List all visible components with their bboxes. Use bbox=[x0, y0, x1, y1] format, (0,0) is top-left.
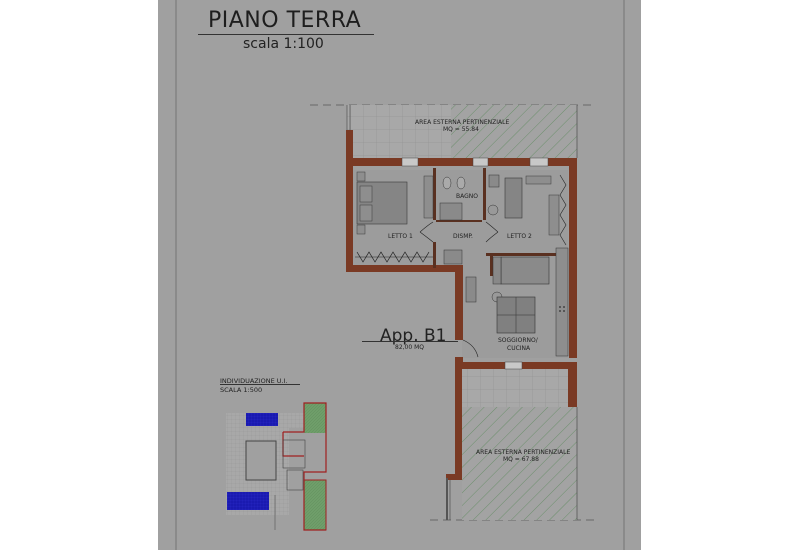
location-plan-underline bbox=[220, 384, 300, 385]
room-bagno: BAGNO bbox=[456, 193, 478, 200]
north-area-size: MQ = 55.84 bbox=[443, 126, 479, 133]
room-disimpegno: DISMP. bbox=[453, 233, 473, 240]
south-area-label: AREA ESTERNA PERTINENZIALE bbox=[476, 449, 571, 456]
sheet-scale: scala 1:100 bbox=[243, 36, 324, 52]
sheet-border-left bbox=[175, 0, 177, 550]
room-soggiorno: SOGGIORNO/ bbox=[498, 337, 538, 344]
location-plan-title: INDIVIDUAZIONE U.I. bbox=[220, 377, 288, 385]
unit-area: 82,00 MQ bbox=[395, 344, 424, 351]
unit-underline bbox=[362, 341, 458, 342]
room-letto-1: LETTO 1 bbox=[388, 233, 413, 240]
sheet-title: PIANO TERRA bbox=[208, 8, 362, 33]
south-area-size: MQ = 67.88 bbox=[503, 456, 539, 463]
unit-name: App. B1 bbox=[380, 326, 447, 346]
sheet-border-right bbox=[623, 0, 625, 550]
title-underline bbox=[198, 34, 374, 35]
room-cucina: CUCINA bbox=[507, 345, 531, 352]
room-letto-2: LETTO 2 bbox=[507, 233, 532, 240]
location-plan-scale: SCALA 1:500 bbox=[220, 386, 263, 394]
north-area-label: AREA ESTERNA PERTINENZIALE bbox=[415, 119, 510, 126]
